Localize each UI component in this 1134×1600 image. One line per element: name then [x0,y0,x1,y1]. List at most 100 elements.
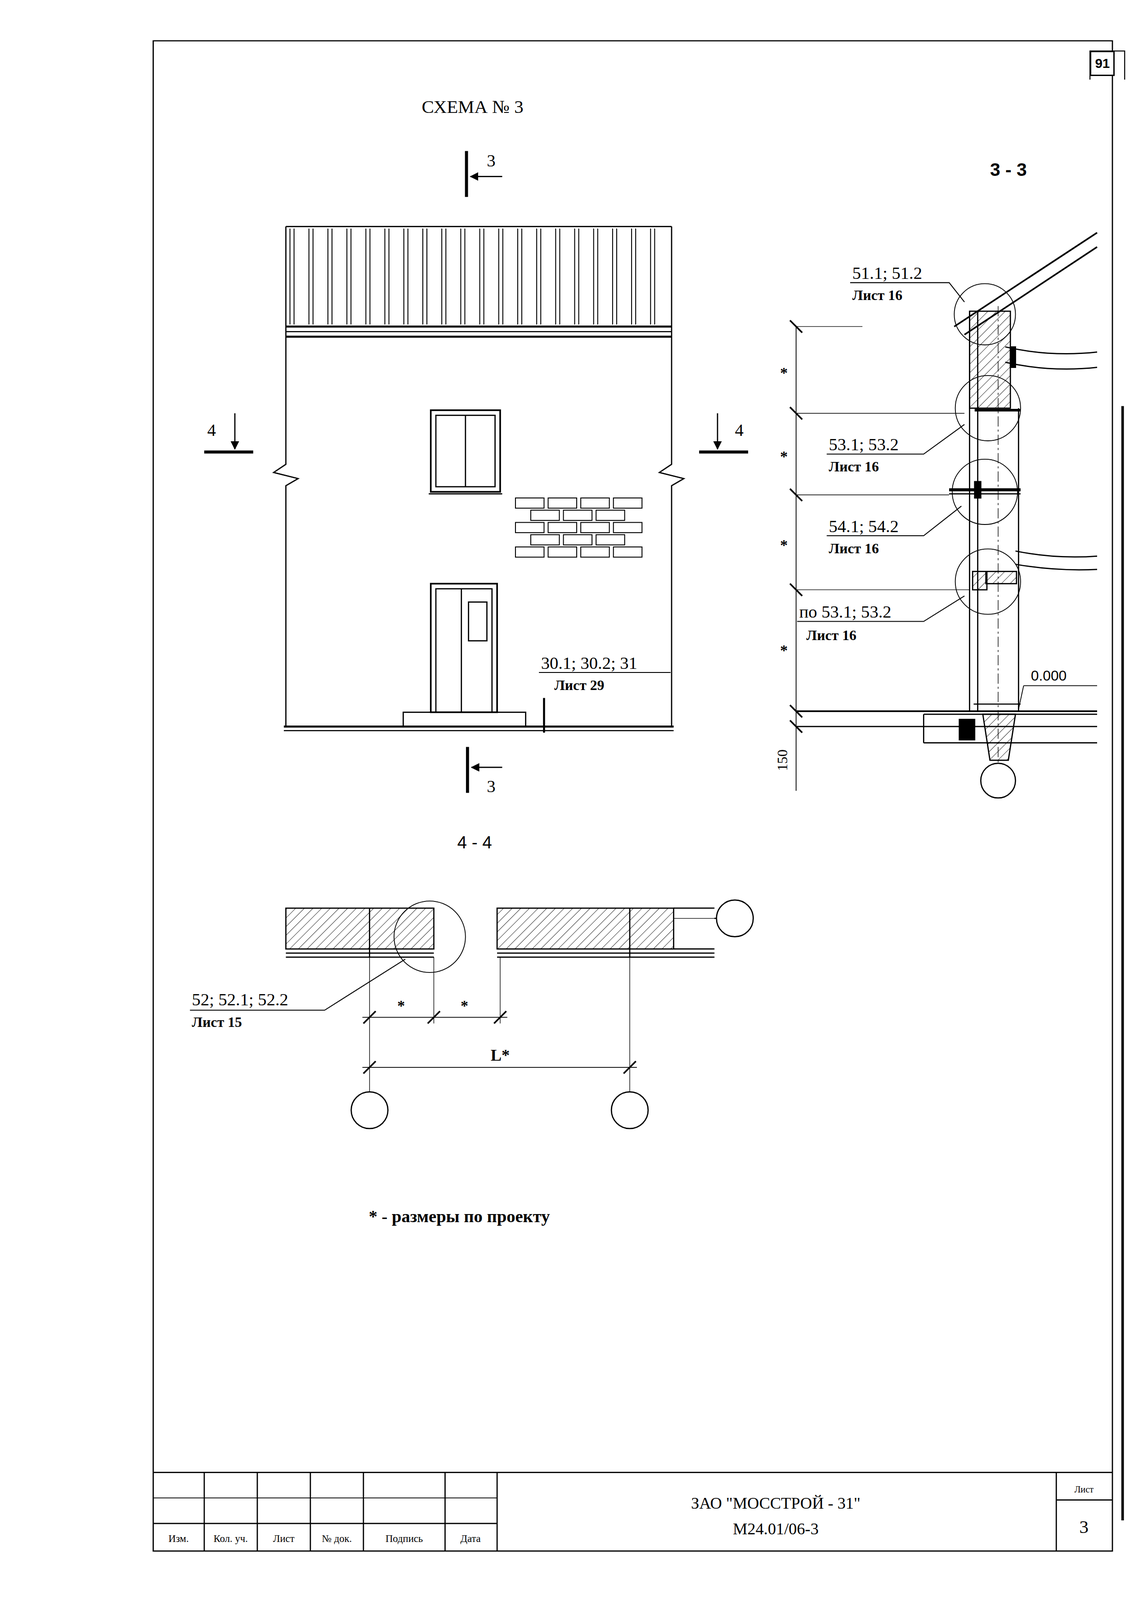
leader-line [189,282,965,1010]
dimension: * [779,537,788,553]
dimension: * [779,365,788,381]
title-block-cell: № док. [321,1533,352,1545]
roof-rib [521,228,523,325]
roof-rib [573,228,575,325]
section-number: 3 [486,777,496,796]
sheet-title: СХЕМА № 3 [421,98,524,117]
roof-rib [384,228,386,325]
roof-rib [350,228,352,325]
dimension: * [460,998,469,1014]
title-block-cell: Кол. уч. [213,1533,248,1545]
brick [580,546,610,558]
section-title: 3 - 3 [990,160,1027,180]
dimension: L* [490,1047,510,1064]
roof-rib [616,228,618,325]
roof-rib [407,228,409,325]
brick [515,497,545,509]
brick-pattern [515,497,642,558]
roof-rib [498,228,500,325]
roof-rib [327,228,329,325]
roof-rib [483,228,485,325]
level-mark: 0.000 [1030,668,1067,684]
title-block-cell: Лист [1074,1484,1094,1494]
roof-rib [289,228,291,325]
brick [515,522,545,533]
brick [548,522,578,533]
roof-rib [331,228,333,325]
roof-rib [388,228,390,325]
roof-rib [654,228,655,325]
roof-rib [346,228,348,325]
callout-number: 30.1; 30.2; 31 [541,654,638,673]
section-mark [204,151,749,794]
callout-number: 52; 52.1; 52.2 [192,990,289,1009]
callout-number: 51.1; 51.2 [852,264,923,283]
sheet-number: 3 [1079,1518,1089,1537]
callout-number: по 53.1; 53.2 [799,603,892,621]
title-block-cell: Подпись [385,1533,423,1545]
dimension: * [397,998,405,1014]
roof-rib [426,228,428,325]
wall-plan [286,900,754,1129]
roof-rib [460,228,462,325]
sheet-ref: Лист 16 [829,459,879,475]
title-block-cell: Изм. [168,1533,189,1545]
callout-number: 53.1; 53.2 [829,435,899,454]
brick [548,546,578,558]
roof-rib [555,228,556,325]
brick [530,510,560,521]
document-code: М24.01/06-3 [732,1520,819,1538]
page-number: 91 [1094,56,1110,71]
wall-section [789,232,1098,798]
section-number: 4 [735,421,744,440]
facade-elevation [273,226,684,731]
brick [530,534,560,546]
sheet-ref: Лист 16 [829,541,879,556]
dimension: * [779,448,788,465]
organization-name: ЗАО "МОССТРОЙ - 31" [690,1495,861,1512]
roof-rib [593,228,595,325]
page-number-tab: 91 [1089,50,1115,77]
brick [596,510,625,521]
sheet-ref: Лист 15 [192,1015,243,1030]
sheet-ref: Лист 16 [852,288,903,303]
roof-rib [502,228,504,325]
callout-number: 54.1; 54.2 [829,517,899,536]
roof-rib [308,228,310,325]
roof-rib [365,228,367,325]
roof-rib [445,228,447,325]
roof-rib [536,228,538,325]
title-block-cell: Дата [460,1533,481,1545]
roof-rib [612,228,614,325]
roof-rib [631,228,632,325]
roof-rib [312,228,314,325]
roof-cladding [290,228,655,325]
roof-rib [635,228,637,325]
roof-rib [540,228,542,325]
roof-rib [422,228,424,325]
brick [596,534,625,546]
roof-rib [479,228,481,325]
roof-rib [559,228,561,325]
roof-rib [369,228,371,325]
roof-rib [597,228,599,325]
roof-rib [649,228,651,325]
roof-rib [578,228,580,325]
roof-rib [441,228,443,325]
brick [548,497,578,509]
brick [613,522,643,533]
sheet-ref: Лист 29 [554,678,605,693]
roof-rib [293,228,295,325]
section-number: 3 [486,152,496,170]
dimension: * [779,642,788,659]
section-number: 4 [207,421,216,440]
roof-rib [403,228,405,325]
brick [613,497,643,509]
roof-rib [517,228,519,325]
note: * - размеры по проекту [368,1207,551,1226]
brick [515,546,545,558]
section-title: 4 - 4 [457,833,493,852]
brick [613,546,643,558]
brick [580,497,610,509]
